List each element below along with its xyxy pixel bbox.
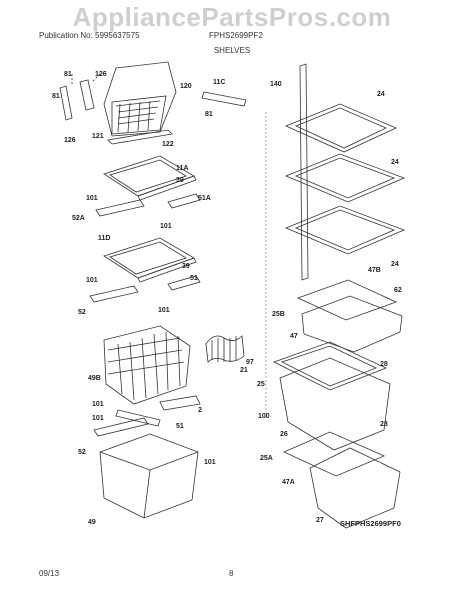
callout: 47B [368, 267, 381, 274]
callout: 21 [240, 367, 248, 374]
callout: 24 [391, 159, 399, 166]
callout: 47A [282, 479, 295, 486]
callout: 81 [64, 71, 72, 78]
callout: 126 [95, 71, 107, 78]
callout: 27 [316, 517, 324, 524]
rail-121 [107, 129, 173, 145]
rail-140 [299, 63, 309, 281]
callout: 11C [213, 79, 225, 86]
callout: 52 [78, 309, 86, 316]
callout: 49 [88, 519, 96, 526]
callout: 101 [92, 415, 104, 422]
rail-52 [89, 285, 139, 303]
bracket-11c [201, 91, 247, 107]
shelf-24-middle [284, 153, 406, 203]
callout: 49B [88, 375, 101, 382]
callout: 2 [198, 407, 202, 414]
diagram-code: SHFPHS2699PF0 [340, 519, 401, 528]
callout: 26 [280, 431, 288, 438]
rail-51-lower [115, 409, 161, 427]
callout: 52 [78, 449, 86, 456]
callout: 101 [86, 195, 98, 202]
shelf-24-bottom [284, 205, 406, 255]
callout: 122 [162, 141, 174, 148]
drawer-25b [296, 279, 403, 353]
rail-51a [167, 193, 201, 209]
callout: 101 [86, 277, 98, 284]
callout: 51 [176, 423, 184, 430]
bin-49 [99, 433, 199, 519]
callout: 25B [272, 311, 285, 318]
shelf-bracket-left [59, 73, 101, 121]
callout: 24 [391, 261, 399, 268]
callout: 39 [182, 263, 190, 270]
callout: 25 [257, 381, 265, 388]
callout: 28 [380, 421, 388, 428]
callout: 11A [176, 165, 188, 172]
rail-52a [95, 199, 145, 217]
crisper-25a [283, 431, 401, 529]
callout: 25A [260, 455, 273, 462]
page-number: 8 [229, 569, 234, 578]
callout: 81 [205, 111, 213, 118]
callout: 51 [190, 275, 198, 282]
callout: 121 [92, 133, 104, 140]
callout: 101 [158, 307, 170, 314]
part-97 [205, 335, 245, 363]
callout: 81 [52, 93, 60, 100]
model-number: FPHS2699PF2 [209, 31, 263, 40]
callout: 101 [204, 459, 216, 466]
callout: 11D [98, 235, 110, 242]
callout: 24 [377, 91, 385, 98]
callout: 39 [176, 177, 184, 184]
callout: 51A [198, 195, 211, 202]
section-title: SHELVES [213, 46, 251, 55]
publication-number: Publication No: 5995637575 [39, 31, 140, 40]
callout: 97 [246, 359, 254, 366]
callout: 120 [180, 83, 192, 90]
callout: 101 [92, 401, 104, 408]
crisper-25 [272, 341, 391, 451]
watermark: AppliancePartsPros.com [72, 2, 392, 32]
callout: 52A [72, 215, 85, 222]
rail-2 [159, 395, 201, 411]
wire-basket-49b [103, 325, 191, 405]
callout: 140 [270, 81, 282, 88]
callout: 28 [380, 361, 388, 368]
callout: 126 [64, 137, 76, 144]
rail-51 [167, 275, 201, 291]
bin-120 [103, 61, 177, 137]
footer-date: 09/13 [39, 569, 60, 578]
callout: 100 [258, 413, 270, 420]
shelf-11d [103, 237, 197, 283]
callout: 101 [160, 223, 172, 230]
shelf-24-top [284, 103, 397, 153]
shelf-11a [103, 155, 197, 201]
callout: 47 [290, 333, 298, 340]
callout: 62 [394, 287, 402, 294]
